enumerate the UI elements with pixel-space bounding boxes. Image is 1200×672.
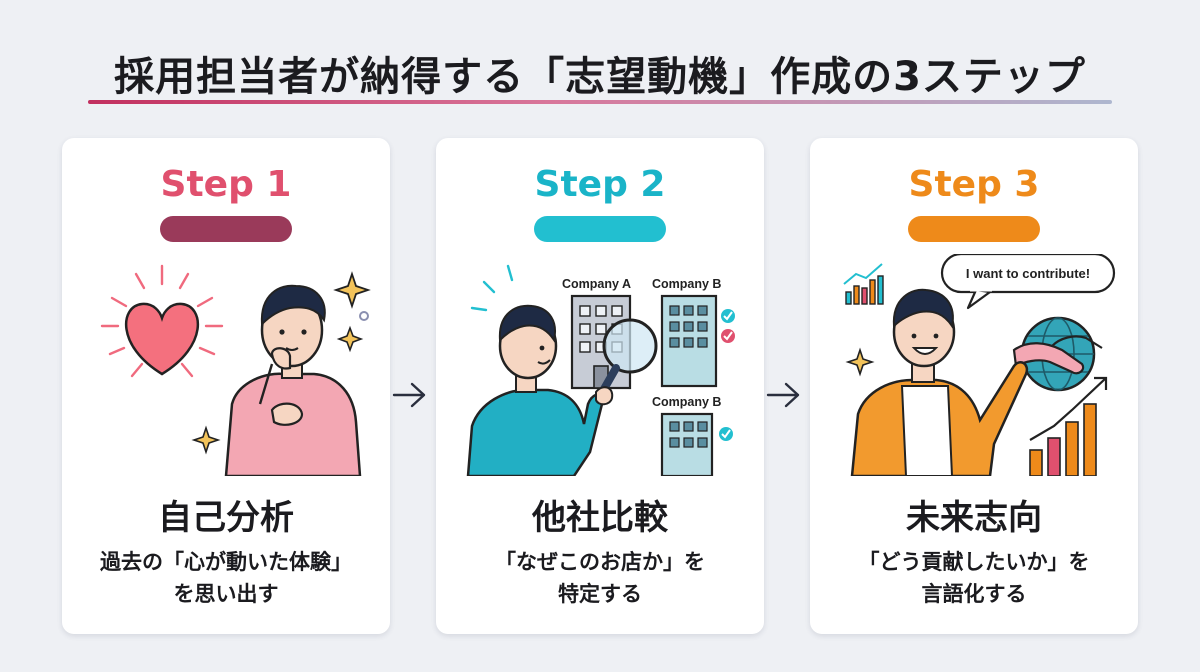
arrow-right-icon: [766, 382, 800, 408]
step-label: Step 1: [160, 164, 292, 205]
handshake-growth-illustration: I want to contribute!: [843, 254, 1116, 476]
step-heading: 未来志向: [906, 498, 1042, 538]
step-bar: [160, 216, 292, 242]
step-label: Step 3: [908, 164, 1040, 205]
step-description-line-1: 過去の「心が動いた体験」: [100, 550, 352, 574]
company-label: Company B: [652, 395, 721, 409]
step-description-line-1: 「なぜこのお店か」を: [495, 550, 705, 574]
step-description-line-2: を思い出す: [173, 582, 279, 606]
title-underline: [88, 100, 1112, 104]
step-description-line-2: 特定する: [558, 582, 642, 606]
step-heading: 他社比較: [532, 498, 668, 538]
step-card-3: Step 3 I want to contribute!: [810, 138, 1138, 634]
step-description-line-1: 「どう貢献したいか」を: [858, 550, 1090, 574]
step-card-1: Step 1: [62, 138, 390, 634]
company-label: Company A: [562, 277, 631, 291]
arrow-right-icon: [392, 382, 426, 408]
step-description: 「どう貢献したいか」を 言語化する: [810, 546, 1138, 610]
step-description-line-2: 言語化する: [921, 582, 1027, 606]
company-label: Company B: [652, 277, 721, 291]
step-bar: [534, 216, 666, 242]
speech-bubble-text: I want to contribute!: [966, 266, 1090, 281]
page-title: 採用担当者が納得する「志望動機」作成の3ステップ: [114, 54, 1086, 100]
step-bar: [908, 216, 1040, 242]
step-description: 過去の「心が動いた体験」 を思い出す: [62, 546, 390, 610]
heart-person-illustration: [100, 264, 371, 476]
step-label: Step 2: [534, 164, 666, 205]
step-heading: 自己分析: [158, 498, 294, 538]
compare-companies-illustration: Company A Company B Company B: [466, 264, 735, 476]
step-card-2: Step 2 Company A Company B: [436, 138, 764, 634]
step-description: 「なぜこのお店か」を 特定する: [436, 546, 764, 610]
